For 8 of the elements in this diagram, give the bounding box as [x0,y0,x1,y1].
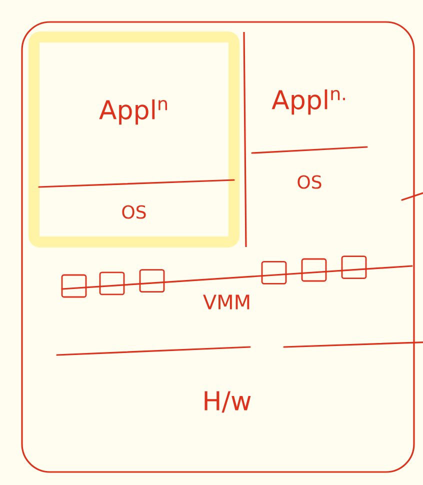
layer-label: OS [122,205,146,219]
layer-label: Appl$^{n.}$ [272,89,345,115]
highlighted-vm-box [28,32,240,248]
layer-label: OS [298,175,322,189]
machine-frame [21,21,415,473]
layer-label: VMM [203,294,250,310]
layer-label: Appl$^{n}$ [99,99,167,125]
layer-label: H/w [204,391,251,413]
